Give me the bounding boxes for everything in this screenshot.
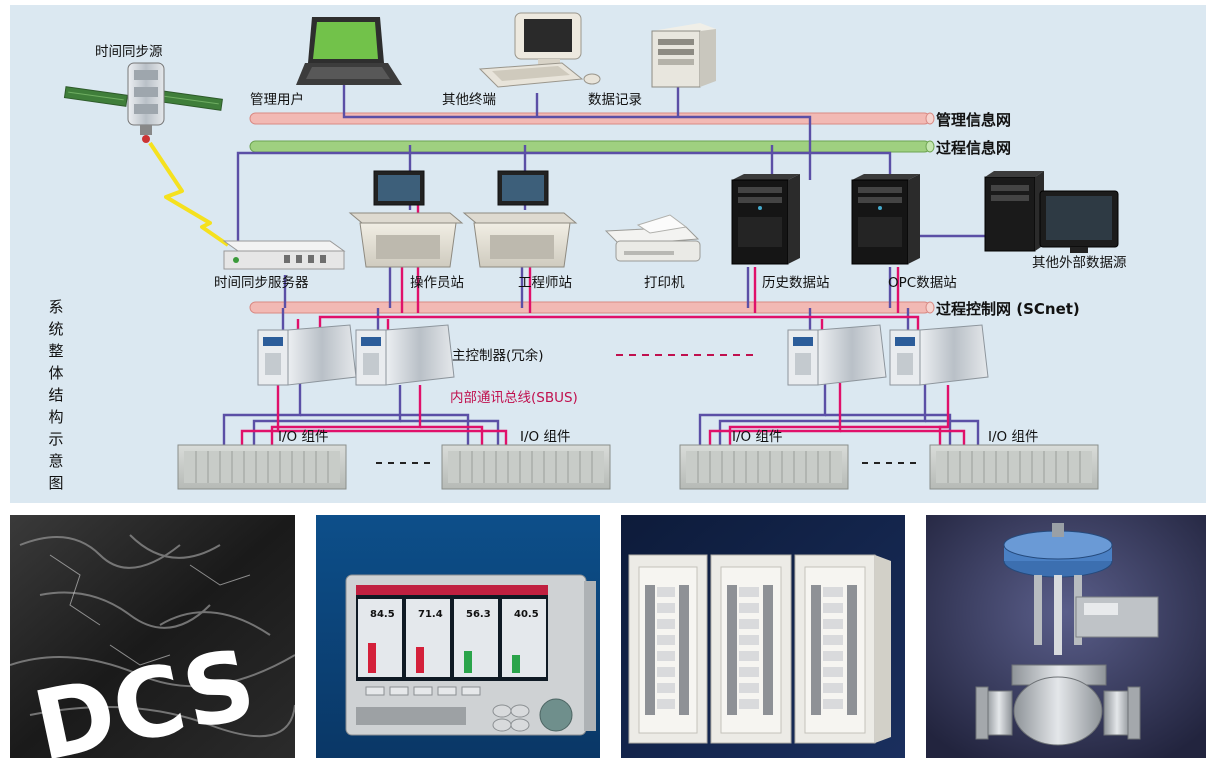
side-title-char: 整 bbox=[48, 342, 64, 360]
label-history-station: 历史数据站 bbox=[762, 275, 830, 291]
label-manage-user: 管理用户 bbox=[250, 91, 304, 108]
pink-connection-lines bbox=[240, 175, 966, 445]
purple-connection-lines bbox=[222, 85, 1040, 445]
paperless-recorder-panel: 84.5 71.4 56.3 40.5 bbox=[316, 515, 600, 758]
side-title-char: 结 bbox=[48, 386, 64, 404]
label-io-3: I/O 组件 bbox=[732, 429, 782, 445]
label-main-controller: 主控制器(冗余) bbox=[452, 347, 544, 364]
side-title-char: 系 bbox=[48, 298, 64, 316]
valve-actuator bbox=[1003, 523, 1113, 578]
label-opc-station: OPC数据站 bbox=[888, 275, 957, 291]
main-controller-4 bbox=[889, 324, 989, 386]
engineer-station-icon bbox=[462, 170, 578, 268]
side-title-char: 统 bbox=[48, 320, 64, 338]
cabinet-1 bbox=[628, 554, 708, 744]
io-rack-1 bbox=[177, 444, 347, 490]
server-tower-icon bbox=[651, 23, 716, 88]
label-time-source: 时间同步源 bbox=[95, 44, 163, 60]
label-io-1: I/O 组件 bbox=[278, 429, 328, 445]
main-controller-2 bbox=[355, 324, 455, 386]
lightning-icon bbox=[148, 141, 230, 247]
cabinet-2 bbox=[710, 554, 792, 744]
side-title-char: 示 bbox=[48, 430, 64, 448]
dcs-logo-panel: DCS bbox=[10, 515, 295, 758]
io-rack-2 bbox=[441, 444, 611, 490]
control-valve-panel bbox=[926, 515, 1206, 758]
printer-icon bbox=[604, 214, 701, 262]
label-other-terminal: 其他终端 bbox=[442, 92, 496, 108]
main-controller-3 bbox=[787, 324, 887, 386]
label-external-source: 其他外部数据源 bbox=[1032, 255, 1127, 271]
label-process-info-network: 过程信息网 bbox=[936, 139, 1011, 157]
process-info-network-bus bbox=[249, 140, 935, 153]
valve-positioner bbox=[1075, 596, 1159, 638]
recorder-value-2: 71.4 bbox=[418, 609, 443, 620]
satellite-icon bbox=[63, 62, 223, 143]
management-network-bus bbox=[249, 112, 935, 125]
main-controller-1 bbox=[257, 324, 357, 386]
laptop-icon bbox=[296, 17, 402, 85]
external-data-source-icon bbox=[984, 171, 1119, 253]
label-printer: 打印机 bbox=[644, 274, 685, 291]
operator-station-icon bbox=[348, 170, 464, 268]
desktop-computer-icon bbox=[478, 12, 601, 88]
label-time-server: 时间同步服务器 bbox=[214, 275, 309, 291]
system-architecture-diagram: 时间同步源 管理用户 其他终端 数据记录 时间同步服务器 操作员站 工程师站 打… bbox=[10, 5, 1206, 503]
side-title-char: 意 bbox=[48, 452, 64, 470]
side-title-char: 图 bbox=[48, 474, 64, 492]
label-io-2: I/O 组件 bbox=[520, 429, 570, 445]
recorder-value-1: 84.5 bbox=[370, 609, 395, 620]
io-rack-4 bbox=[929, 444, 1099, 490]
label-management-network: 管理信息网 bbox=[936, 111, 1011, 129]
side-title-char: 体 bbox=[48, 364, 64, 382]
control-cabinet-panel bbox=[621, 515, 905, 758]
history-station-server-icon bbox=[731, 174, 800, 265]
label-io-4: I/O 组件 bbox=[988, 429, 1038, 445]
label-operator-station: 操作员站 bbox=[410, 275, 464, 291]
side-title-vertical: 系 统 整 体 结 构 示 意 图 bbox=[45, 296, 67, 494]
time-sync-server-icon bbox=[222, 240, 346, 270]
recorder-value-3: 56.3 bbox=[466, 609, 491, 620]
label-sbus: 内部通讯总线(SBUS) bbox=[450, 390, 578, 406]
side-title-char: 构 bbox=[48, 408, 64, 426]
opc-station-server-icon bbox=[851, 174, 920, 265]
label-process-control-network: 过程控制网 (SCnet) bbox=[936, 300, 1080, 318]
label-engineer-station: 工程师站 bbox=[518, 275, 572, 291]
valve-body bbox=[975, 664, 1141, 746]
label-data-record: 数据记录 bbox=[588, 92, 642, 108]
recorder-value-4: 40.5 bbox=[514, 609, 539, 620]
process-control-network-bus bbox=[249, 301, 935, 314]
cabinet-3 bbox=[794, 554, 891, 744]
io-rack-3 bbox=[679, 444, 849, 490]
